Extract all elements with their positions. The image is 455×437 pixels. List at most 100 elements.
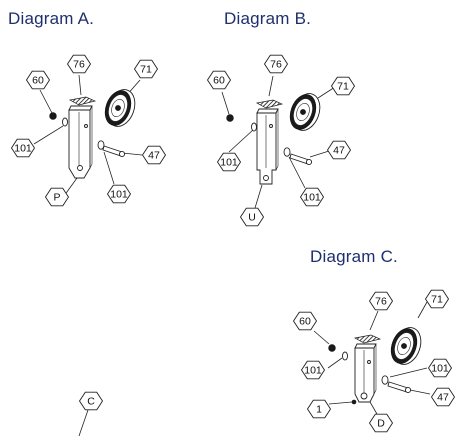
callout-c-washer-right-label: 101 [431,363,449,375]
bracket-c-top [354,343,377,349]
callout-c-washer-right: 101 [427,358,453,378]
callout-b-pulley-hexagon [330,76,356,96]
callout-b-nut-hexagon [206,70,232,90]
callout-c-nut-hexagon [292,311,318,331]
washer-b-right [283,147,291,157]
bracket-b-body [256,112,277,185]
callout-c-cap-hexagon [368,291,394,311]
leader-b-cap [268,75,274,97]
callout-a-bolt-label: 47 [148,150,160,162]
callout-c-pin-hexagon [306,399,332,419]
leader-b-washer-right [288,156,306,189]
callout-a-bracket-label: P [53,192,60,204]
diagram-a [33,74,143,197]
pulley-b [289,93,321,131]
callout-c-washer-left-label: 101 [304,365,322,377]
callout-a-pulley-label: 71 [140,64,152,76]
callout-a-nut-hexagon [25,70,51,90]
callout-b-cap-hexagon [263,54,289,74]
leader-c-bolt [409,389,431,395]
callout-c-pulley-label: 71 [431,294,443,306]
leader-c-pin [328,401,353,405]
callout-b-washer-left-hexagon [216,152,242,172]
leader-stray-c [78,409,89,437]
leader-c-washer-left [327,357,343,369]
leader-c-washer-right [389,367,428,378]
callout-b-nut: 60 [206,70,232,90]
callout-stray-c-hexagon [78,391,104,411]
callout-c-bracket-hexagon [368,413,394,433]
callout-c-cap: 76 [368,291,394,311]
callout-b-washer-left: 101 [216,152,242,172]
callout-c-bolt-label: 47 [437,392,449,404]
callout-b-bracket: U [239,207,265,227]
nut-a [49,112,57,120]
callout-a-washer-right: 101 [106,184,132,204]
callout-a-cap-label: 76 [73,59,85,71]
leader-b-pulley [317,86,336,99]
diagram-c-title: Diagram C. [310,247,398,266]
callout-c-pulley: 71 [424,289,450,309]
cap-plate-a [68,96,97,106]
callout-c-washer-right-hexagon [427,358,453,378]
cap-plate-b [255,99,284,109]
callout-c-washer-left-hexagon [300,360,326,380]
bracket-b-top [256,108,279,114]
callout-b-washer-left-label: 101 [220,157,238,169]
callout-b-bolt-hexagon [326,140,352,160]
pin-c [351,399,357,405]
leader-c-bracket [369,401,378,415]
callout-a-washer-left-label: 101 [14,143,32,155]
callout-c-cap-label: 76 [375,296,387,308]
callout-a-washer-right-hexagon [106,184,132,204]
callout-a-cap: 76 [66,54,92,74]
leader-a-bolt [121,152,143,156]
callout-c-nut-label: 60 [299,316,311,328]
pulley-a [104,89,136,127]
leader-c-pulley [417,301,428,319]
callout-c-bracket-label: D [377,418,385,430]
callout-c-bracket: D [368,413,394,433]
callout-c-bolt: 47 [430,387,455,407]
callout-a-bracket-hexagon [44,187,70,207]
callout-a-washer-left: 101 [10,138,36,158]
washer-c-right [381,375,389,385]
callout-b-cap: 76 [263,54,289,74]
washer-a-right [97,140,105,150]
callout-b-washer-right-hexagon [299,187,325,207]
diagram-b-title: Diagram B. [224,9,312,28]
callout-b-washer-right-label: 101 [303,192,321,204]
leader-b-bolt [309,150,330,158]
callout-b-nut-label: 60 [213,75,225,87]
callout-c-pin: 1 [306,399,332,419]
callout-a-bolt: 47 [141,145,167,165]
callout-a-bracket: P [44,187,70,207]
callout-b-bolt-label: 47 [333,145,345,157]
leader-a-nut [39,89,53,114]
washer-b-left [251,122,257,132]
callout-a-nut: 60 [25,70,51,90]
leader-a-washer-left [33,125,64,145]
callout-a-washer-left-hexagon [10,138,36,158]
leader-b-washer-left [228,129,254,153]
leader-a-cap [78,74,82,96]
diagram-b [221,75,336,209]
callout-a-cap-hexagon [66,54,92,74]
callout-stray-c-label: C [87,396,95,408]
callout-b-pulley: 71 [330,76,356,96]
washer-c-left [342,351,348,361]
leader-c-cap [369,310,379,331]
diagram-a-title: Diagram A. [8,9,95,28]
leader-b-bracket [254,184,263,209]
callout-c-pulley-hexagon [424,289,450,309]
callout-b-bracket-label: U [248,212,256,224]
callout-a-washer-right-label: 101 [110,189,128,201]
callout-a-pulley-hexagon [133,59,159,79]
callout-b-cap-label: 76 [270,59,282,71]
leader-c-nut [313,330,330,345]
callout-b-washer-right: 101 [299,187,325,207]
diagram-c [313,301,431,415]
callout-b-bolt: 47 [326,140,352,160]
